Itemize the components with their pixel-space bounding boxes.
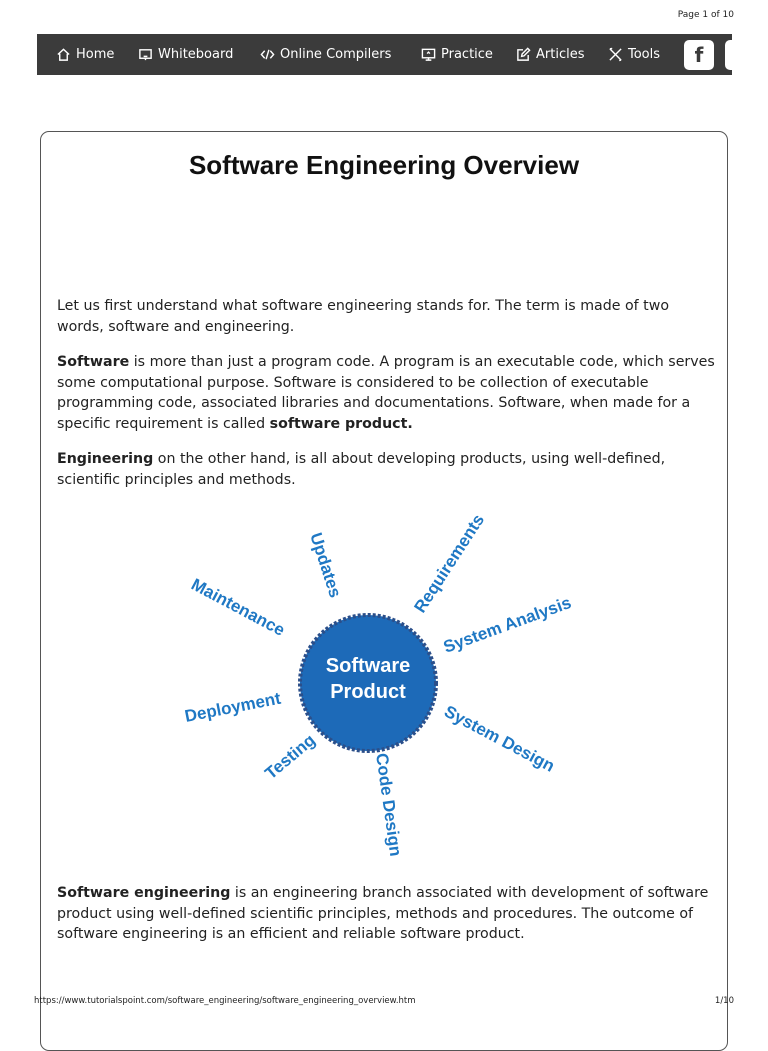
nav-tools-label: Tools [628,47,661,62]
top-navbar: Home Whiteboard Online Compilers Practic… [37,34,732,75]
tools-icon [609,47,622,62]
footer-url: https://www.tutorialspoint.com/software_… [34,996,416,1006]
nav-articles-label: Articles [536,47,585,62]
nav-online-compilers-label: Online Compilers [280,47,392,62]
nav-practice-label: Practice [441,47,493,62]
intro-paragraph: Let us first understand what software en… [57,296,717,337]
share-button-partial[interactable] [725,40,732,70]
ray-deployment: Deployment [183,689,282,726]
software-paragraph: Software is more than just a program cod… [57,352,717,434]
nav-home[interactable]: Home [56,34,114,75]
nav-home-label: Home [76,47,115,62]
facebook-button[interactable]: f [684,40,714,70]
engineering-definition: on the other hand, is all about developi… [57,451,666,488]
software-product-diagram: Software Product Updates Requirements Ma… [183,511,574,858]
ray-code-design: Code Design [372,752,405,858]
nav-tools[interactable]: Tools [608,34,660,75]
page-title: Software Engineering Overview [188,150,580,180]
software-definition: is more than just a program code. A prog… [57,354,715,432]
center-circle [298,613,438,753]
home-icon [57,48,70,61]
software-term: Software [57,354,130,370]
software-engineering-definition: is an engineering branch associated with… [57,885,709,942]
whiteboard-icon [139,49,152,61]
center-label-line2: Product [330,681,406,703]
engineering-term: Engineering [57,451,154,467]
nav-articles[interactable]: Articles [516,34,584,75]
edit-icon [517,47,531,61]
center-label-line1: Software [326,655,410,677]
ray-maintenance: Maintenance [188,575,288,640]
intro-text: Let us first understand what software en… [57,298,669,335]
code-icon [260,49,275,60]
nav-whiteboard-label: Whiteboard [158,47,234,62]
nav-whiteboard[interactable]: Whiteboard [138,34,233,75]
footer-page-number: 1/10 [714,996,734,1006]
engineering-paragraph: Engineering on the other hand, is all ab… [57,449,717,490]
nav-practice[interactable]: Practice [421,34,493,75]
page-indicator: Page 1 of 10 [677,10,734,20]
ray-requirements: Requirements [410,511,488,616]
ray-updates: Updates [306,530,345,600]
software-engineering-paragraph: Software engineering is an engineering b… [57,883,717,945]
nav-online-compilers[interactable]: Online Compilers [260,34,391,75]
software-product-term: software product. [269,415,413,432]
facebook-icon: f [694,43,704,67]
software-engineering-term: Software engineering [57,885,231,901]
ray-testing: Testing [261,730,319,783]
ray-system-analysis: System Analysis [441,593,574,657]
ray-system-design: System Design [441,702,558,776]
monitor-icon [421,48,436,61]
